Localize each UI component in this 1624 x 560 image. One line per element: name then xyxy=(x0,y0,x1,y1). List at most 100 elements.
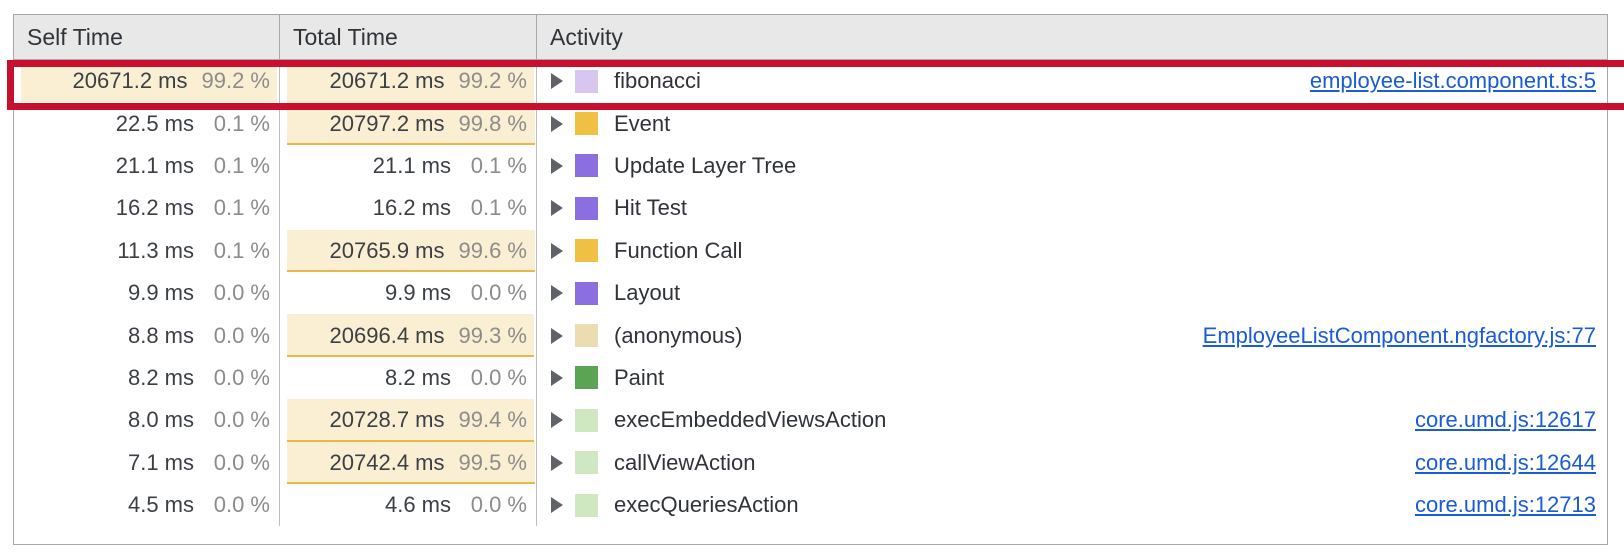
column-header-self-time-label: Self Time xyxy=(27,23,123,50)
total-time-percent: 99.3 % xyxy=(458,322,528,348)
swatch-painting-light-icon xyxy=(575,408,598,432)
total-time-percent: 0.0 % xyxy=(470,280,527,306)
total-time-bar xyxy=(287,441,535,484)
expand-triangle-icon[interactable] xyxy=(551,497,563,514)
total-time-bar xyxy=(287,399,535,442)
expand-triangle-icon[interactable] xyxy=(551,157,563,174)
total-time-percent: 0.1 % xyxy=(470,195,527,221)
source-link[interactable]: core.umd.js:12644 xyxy=(1415,449,1596,475)
activity-content: Paint xyxy=(537,357,1607,399)
self-time-ms: 21.1 ms xyxy=(115,152,194,178)
column-header-activity[interactable]: Activity xyxy=(536,15,1608,59)
self-time-percent: 0.1 % xyxy=(213,152,270,178)
total-time-ms: 16.2 ms xyxy=(372,195,451,221)
swatch-rendering-icon xyxy=(575,154,598,178)
expand-triangle-icon[interactable] xyxy=(551,73,563,90)
expand-triangle-icon[interactable] xyxy=(551,200,563,217)
activity-content: Hit Test xyxy=(537,187,1607,229)
expand-triangle-icon[interactable] xyxy=(551,369,563,386)
column-header-total-time[interactable]: Total Time xyxy=(279,15,536,59)
activity-name: callViewAction xyxy=(614,449,756,475)
source-link[interactable]: EmployeeListComponent.ngfactory.js:77 xyxy=(1202,322,1596,348)
self-time-bar xyxy=(21,60,277,103)
source-link[interactable]: core.umd.js:12713 xyxy=(1415,492,1596,518)
table-header-row: Self Time Total Time Activity xyxy=(14,15,1607,60)
column-header-self-time[interactable]: Self Time xyxy=(14,15,279,59)
activity-name: Event xyxy=(614,110,671,136)
expand-triangle-icon[interactable] xyxy=(551,115,563,132)
expand-triangle-icon[interactable] xyxy=(551,454,563,471)
swatch-scripting-light-icon xyxy=(575,69,598,93)
total-time-bar xyxy=(287,229,535,272)
self-time-ms: 22.5 ms xyxy=(115,110,194,136)
column-header-total-time-label: Total Time xyxy=(293,23,398,50)
self-time-ms: 7.1 ms xyxy=(127,449,194,475)
activity-content: Update Layer Tree xyxy=(537,145,1607,187)
activity-name: Layout xyxy=(614,280,681,306)
total-time-percent: 0.0 % xyxy=(470,364,527,390)
cell-total-time: 9.9 ms 0.0 % xyxy=(279,271,536,315)
cell-total-time: 20765.9 ms 99.6 % xyxy=(279,229,536,272)
activity-name: Paint xyxy=(614,364,665,390)
activity-name: execEmbeddedViewsAction xyxy=(614,407,887,433)
total-time-percent: 99.6 % xyxy=(458,237,528,263)
self-time-values: 11.3 ms 0.1 % xyxy=(117,230,270,272)
total-time-ms: 20765.9 ms xyxy=(329,237,445,263)
total-time-bar xyxy=(287,314,535,357)
swatch-rendering-icon xyxy=(575,281,598,305)
total-time-percent: 0.0 % xyxy=(470,492,527,518)
cell-self-time: 21.1 ms 0.1 % xyxy=(14,145,279,187)
cell-activity: Paint xyxy=(536,356,1607,400)
self-time-ms: 11.3 ms xyxy=(117,237,194,263)
total-time-ms: 21.1 ms xyxy=(372,152,451,178)
activity-name: (anonymous) xyxy=(614,322,743,348)
expand-triangle-icon[interactable] xyxy=(551,327,563,344)
self-time-percent: 99.2 % xyxy=(201,68,271,94)
activity-name: execQueriesAction xyxy=(614,492,799,518)
expand-triangle-icon[interactable] xyxy=(551,412,563,429)
cell-total-time: 16.2 ms 0.1 % xyxy=(279,187,536,230)
cell-activity: Function Call xyxy=(536,229,1607,272)
swatch-scripting-icon xyxy=(575,239,598,263)
swatch-painting-light-icon xyxy=(575,493,598,517)
source-link[interactable]: employee-list.component.ts:5 xyxy=(1309,68,1596,94)
self-time-percent: 0.0 % xyxy=(213,407,270,433)
expand-triangle-icon[interactable] xyxy=(551,285,563,302)
table-row[interactable]: 11.3 ms 0.1 % 20765.9 ms 99.6 % Function Cal… xyxy=(14,229,1607,272)
expand-triangle-icon[interactable] xyxy=(551,242,563,259)
total-time-ms: 20797.2 ms xyxy=(329,110,445,136)
self-time-percent: 0.1 % xyxy=(213,237,270,263)
self-time-percent: 0.1 % xyxy=(213,195,270,221)
self-time-values: 21.1 ms 0.1 % xyxy=(116,145,270,187)
activity-content: callViewAction core.umd.js:12644 xyxy=(537,442,1607,484)
total-time-ms: 20742.4 ms xyxy=(329,449,445,475)
source-link[interactable]: core.umd.js:12617 xyxy=(1415,407,1596,433)
total-time-ms: 9.9 ms xyxy=(384,280,451,306)
